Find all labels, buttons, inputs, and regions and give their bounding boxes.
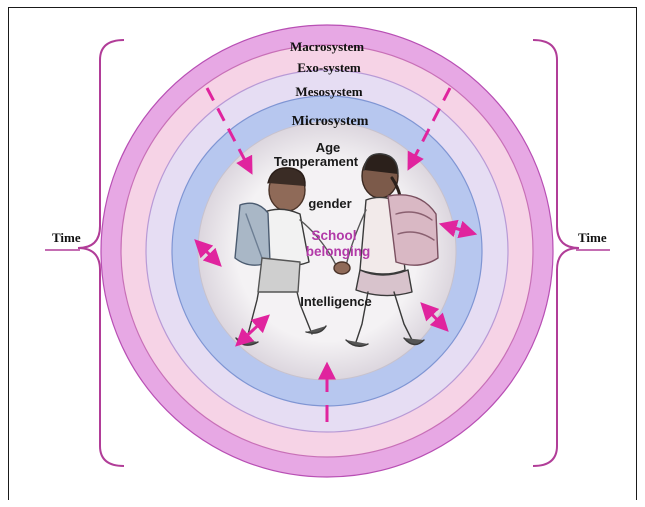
arrow-double-bottom-right [420, 302, 449, 332]
arrow-double-left [194, 239, 222, 267]
figure-frame [8, 7, 637, 500]
arrow-double-right [438, 219, 478, 239]
time-label-right: Time [578, 230, 607, 245]
school-belonging-label-line2: belonging [306, 244, 371, 259]
exosystem-label: Exo-system [297, 60, 361, 75]
school-belonging-label-line1: School [311, 228, 356, 243]
time-brace-left [77, 39, 125, 467]
age-label: Age [316, 140, 341, 155]
gender-label: gender [308, 196, 351, 211]
time-label-left: Time [52, 230, 81, 245]
intelligence-label: Intelligence [300, 294, 372, 309]
arrow-double-bottom-left [235, 314, 270, 347]
arrow-dashed-top-left [205, 87, 253, 175]
temperament-label: Temperament [274, 154, 359, 169]
girl-figure [345, 153, 439, 347]
microsystem-label: Microsystem [292, 114, 369, 129]
macrosystem-label: Macrosystem [290, 39, 364, 54]
arrow-dashed-top-right [407, 87, 452, 171]
boy-figure [234, 167, 337, 346]
children-illustration [234, 153, 439, 347]
time-brace-right [532, 39, 580, 467]
mesosystem-label: Mesosystem [295, 84, 362, 99]
